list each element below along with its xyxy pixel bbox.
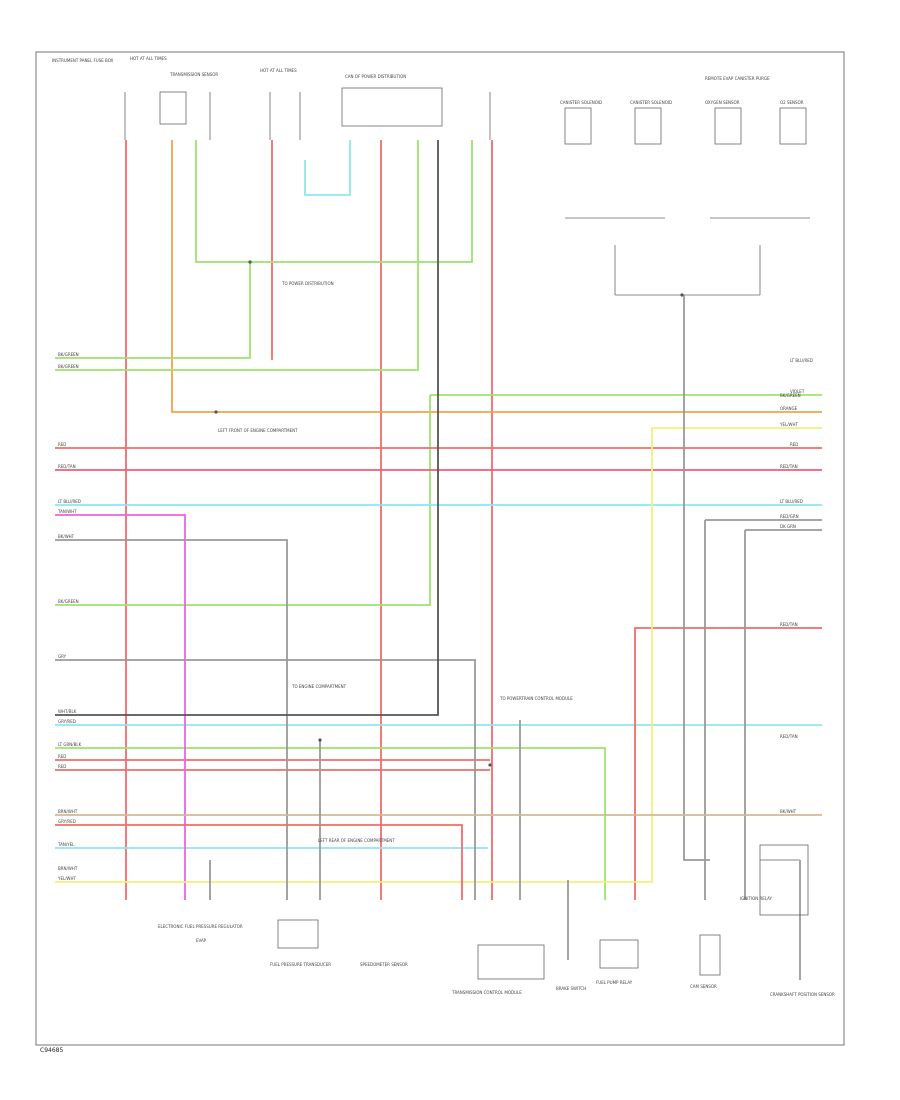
top-header-labels: HOT AT ALL TIMES HOT AT ALL TIMES CAN OF… <box>52 56 770 81</box>
svg-text:TAN/YEL: TAN/YEL <box>57 842 75 847</box>
svg-text:BK/GREEN: BK/GREEN <box>58 352 79 357</box>
svg-text:GRY/RED: GRY/RED <box>58 819 76 824</box>
mid-notes: TO POWER DISTRIBUTION LEFT FRONT OF ENGI… <box>218 281 573 843</box>
diagram-border <box>35 51 845 1046</box>
svg-text:WHT/BLK: WHT/BLK <box>58 709 77 714</box>
hot-at-all-times-label-2: HOT AT ALL TIMES <box>130 56 167 61</box>
svg-text:RED/TAN: RED/TAN <box>780 622 798 627</box>
mid-note-3: TO ENGINE COMPARTMENT <box>291 684 347 689</box>
svg-text:TAN/WHT: TAN/WHT <box>57 509 77 514</box>
svg-text:DK GRN: DK GRN <box>780 524 796 529</box>
crank-sensor-box <box>699 934 721 976</box>
svg-text:BK/GREEN: BK/GREEN <box>58 599 79 604</box>
svg-text:RED: RED <box>790 442 798 447</box>
sensor-labels: CANISTER SOLENOID CANISTER SOLENOID OXYG… <box>560 100 804 105</box>
svg-text:YEL/WHT: YEL/WHT <box>779 422 799 427</box>
svg-text:RED/TAN: RED/TAN <box>780 734 798 739</box>
svg-text:RED: RED <box>58 754 66 759</box>
mid-note-5: TO POWERTRAIN CONTROL MODULE <box>499 696 573 701</box>
instrument-panel-label: INSTRUMENT PANEL FUSE BOX <box>52 58 114 63</box>
svg-text:EVAP: EVAP <box>196 938 207 943</box>
svg-text:RED: RED <box>58 442 66 447</box>
fuse-boxes <box>124 87 491 140</box>
svg-text:SPEEDOMETER SENSOR: SPEEDOMETER SENSOR <box>360 962 408 967</box>
svg-text:GRY: GRY <box>58 654 67 659</box>
svg-text:RED: RED <box>58 764 66 769</box>
fuel-pump-relay-box <box>599 939 639 969</box>
svg-text:IGNITION RELAY: IGNITION RELAY <box>740 896 773 901</box>
svg-text:BK/WHT: BK/WHT <box>780 809 797 814</box>
mid-note-1: TO POWER DISTRIBUTION <box>281 281 334 286</box>
svg-text:BK/WHT: BK/WHT <box>58 534 75 539</box>
sensor-1 <box>564 107 592 145</box>
svg-text:BRAKE SWITCH: BRAKE SWITCH <box>556 986 586 991</box>
footer-code: C94685 <box>40 1047 63 1054</box>
svg-text:ELECTRONIC FUEL PRESSURE REGUL: ELECTRONIC FUEL PRESSURE REGULATOR <box>158 924 243 929</box>
left-wire-labels: BK/GREEN BK/GREEN RED RED/TAN LT BLU/RED… <box>57 352 82 881</box>
sensor-label-3: OXYGEN SENSOR <box>705 100 740 105</box>
right-wire-labels: LT BLU/RED VIOLET BK/GREEN ORANGE YEL/WH… <box>779 358 813 814</box>
sensor-4 <box>779 107 807 145</box>
svg-text:BRN/WHT: BRN/WHT <box>58 866 78 871</box>
svg-text:ORANGE: ORANGE <box>780 406 798 411</box>
mid-note-2: LEFT FRONT OF ENGINE COMPARTMENT <box>218 428 298 433</box>
svg-text:FUEL PUMP RELAY: FUEL PUMP RELAY <box>596 980 633 985</box>
svg-text:VIOLET: VIOLET <box>790 389 805 394</box>
svg-text:FUEL PRESSURE TRANSDUCER: FUEL PRESSURE TRANSDUCER <box>270 962 331 967</box>
wires <box>55 140 822 980</box>
tcm-box <box>477 944 545 980</box>
bottom-components <box>277 844 809 980</box>
sensor-connectors <box>564 107 810 296</box>
svg-text:BK/GREEN: BK/GREEN <box>58 364 79 369</box>
svg-text:BK/GREEN: BK/GREEN <box>780 393 801 398</box>
svg-text:BRN/WHT: BRN/WHT <box>58 809 78 814</box>
hot-at-all-times-label-1: HOT AT ALL TIMES <box>260 68 297 73</box>
svg-text:TRANSMISSION CONTROL MODULE: TRANSMISSION CONTROL MODULE <box>451 990 522 995</box>
svg-text:LT GRN/BLK: LT GRN/BLK <box>58 742 82 747</box>
sensor-label-2: CANISTER SOLENOID <box>630 100 672 105</box>
svg-text:LT BLU/RED: LT BLU/RED <box>790 358 813 363</box>
sensor-2 <box>634 107 662 145</box>
svg-text:LT BLU/RED: LT BLU/RED <box>780 499 803 504</box>
fuse-box-label: CAN OF POWER DISTRIBUTION <box>345 74 406 79</box>
mid-note-4: LEFT REAR OF ENGINE COMPARTMENT <box>318 838 395 843</box>
svg-text:LT BLU/RED: LT BLU/RED <box>58 499 81 504</box>
transmission-sensor-label: TRANSMISSION SENSOR <box>169 72 218 77</box>
right-header-label: REMOTE EVAP CANISTER PURGE <box>705 76 770 81</box>
svg-text:YEL/WHT: YEL/WHT <box>57 876 77 881</box>
bottom-labels: ELECTRONIC FUEL PRESSURE REGULATOR EVAP … <box>158 896 835 997</box>
ignition-relay-box <box>759 844 809 916</box>
sensor-label-4: O2 SENSOR <box>780 100 804 105</box>
power-distribution-box <box>341 87 443 127</box>
sensor-3 <box>714 107 742 145</box>
sensor-box <box>159 91 187 125</box>
svg-text:CAM SENSOR: CAM SENSOR <box>690 984 717 989</box>
svg-text:CRANKSHAFT POSITION SENSOR: CRANKSHAFT POSITION SENSOR <box>770 992 835 997</box>
svg-text:RED/GRN: RED/GRN <box>780 514 799 519</box>
svg-text:RED/TAN: RED/TAN <box>58 464 76 469</box>
sensor-label-1: CANISTER SOLENOID <box>560 100 602 105</box>
splice-points <box>214 260 684 767</box>
pressure-transducer-box <box>277 919 319 949</box>
svg-text:RED/TAN: RED/TAN <box>780 464 798 469</box>
svg-text:GRY/RED: GRY/RED <box>58 719 76 724</box>
